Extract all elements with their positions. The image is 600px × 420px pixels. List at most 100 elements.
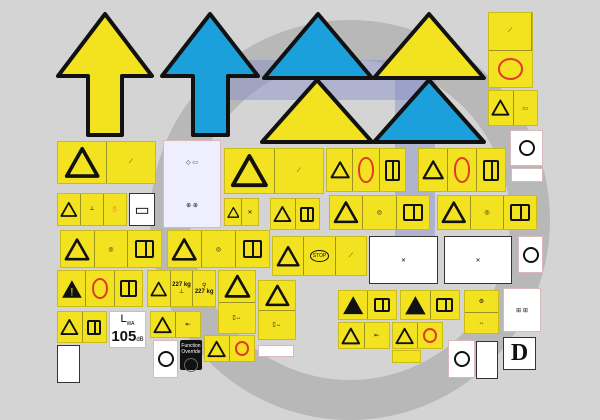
no-entry-icon xyxy=(91,278,109,299)
tire-decal: ◎ xyxy=(329,195,430,230)
warning-triangle-icon xyxy=(327,149,354,191)
tire-decal: ◎ xyxy=(167,230,270,268)
function-override-decal: Function Override xyxy=(180,340,202,372)
wheel-load-decal xyxy=(153,340,178,378)
tire-decal: ◎ xyxy=(437,195,537,230)
override-label: Function Override xyxy=(181,343,201,355)
battery-icon: ▭ xyxy=(134,201,150,219)
fall-icon: ⟋ xyxy=(489,13,532,50)
warning-triangle-icon xyxy=(205,336,230,361)
direction-arrows xyxy=(56,12,486,144)
sound-unit: dB xyxy=(136,336,144,343)
glove-icon: ✋ xyxy=(111,207,119,213)
general-warning-decal: ! xyxy=(57,270,143,307)
warning-triangle-icon xyxy=(61,231,95,267)
diagram-card xyxy=(57,345,80,383)
wheel-load-decal xyxy=(448,340,475,378)
ratio-decal xyxy=(258,345,294,357)
boom-diagram-icon: ⟋ xyxy=(128,159,134,165)
up-arrow-icon xyxy=(56,12,154,137)
manual-book-icon xyxy=(373,298,391,312)
warning-triangle-icon xyxy=(339,291,368,319)
tire-decal: ◎ xyxy=(60,230,162,268)
wheel-icon xyxy=(518,140,535,156)
battery-decal: ▭ xyxy=(129,193,155,226)
warning-triangle-icon xyxy=(58,194,81,225)
warning-triangle-icon xyxy=(148,271,171,306)
gear-hand-icon: ⚙ xyxy=(478,298,485,305)
general-warning-decal xyxy=(338,290,397,320)
triangle-yellow xyxy=(372,12,486,80)
fluid-hazard-decal xyxy=(418,148,506,192)
manual-book-icon xyxy=(510,204,530,221)
crush-hand-decal: ▯↔ xyxy=(218,270,256,334)
instruction-diagram-icon: ✕ xyxy=(475,257,481,264)
load-capacity-decal: 227 kg⊥⚲227 kg xyxy=(147,270,216,307)
battery-weight-decal: ▭ xyxy=(488,90,538,126)
no-flame-icon xyxy=(422,328,438,343)
tipover-decal: ⟋ xyxy=(224,148,324,194)
load-capacity-label: 227 kg xyxy=(172,282,191,288)
grid-decal: ⊞ ⊞ xyxy=(503,288,541,332)
warning-triangle-icon xyxy=(219,271,255,302)
load-capacity-label: 227 kg xyxy=(194,289,214,295)
warning-triangle-icon xyxy=(419,149,448,191)
manual-book-icon xyxy=(482,159,500,181)
warning-triangle-icon xyxy=(438,196,471,229)
general-warning-decal xyxy=(400,290,460,320)
crush-hand-decal: ▯↔ xyxy=(258,280,296,340)
fuel-warning-decal xyxy=(392,322,443,349)
triangle-blue xyxy=(372,78,486,144)
boom-hazard-decal: ⟂✋ xyxy=(57,193,127,226)
warning-triangle-icon xyxy=(259,281,295,310)
no-smoking-icon xyxy=(453,157,471,183)
warning-triangle-icon xyxy=(168,231,202,267)
procedure-diagram-icon: ◇ ▭ xyxy=(186,160,198,166)
diagram-card xyxy=(476,341,498,379)
sound-sub: WA xyxy=(126,321,135,328)
wheel-icon xyxy=(522,246,539,263)
warning-triangle-icon xyxy=(271,199,296,229)
sound-power-decal: LWA 105dB xyxy=(109,311,146,348)
warning-triangle-icon xyxy=(151,312,176,337)
manual-book-icon xyxy=(403,204,423,221)
procedure-decal: ◇ ▭⊕ ⊕ xyxy=(163,140,221,228)
tipover-decal: ⟋ xyxy=(57,141,156,184)
no-flame-icon xyxy=(234,341,250,356)
triangle-blue xyxy=(262,12,374,80)
small-decal xyxy=(392,350,421,363)
manual-book-icon xyxy=(242,240,263,258)
manual-book-icon xyxy=(87,319,102,335)
warning-triangle-icon xyxy=(339,323,365,348)
warning-triangle-icon xyxy=(489,91,514,125)
diesel-fuel-decal: D xyxy=(503,337,536,370)
warning-triangle-icon xyxy=(273,237,305,275)
tire-icon: ◎ xyxy=(363,196,397,229)
triangle-yellow xyxy=(260,78,374,144)
stop-label: STOP xyxy=(309,250,330,262)
manual-book-icon xyxy=(436,298,454,312)
wheel-icon xyxy=(453,351,470,367)
instruction-decal: ✕ xyxy=(444,236,512,284)
manual-book-icon xyxy=(300,206,315,222)
manual-book-icon xyxy=(134,240,155,258)
instruction-diagram-icon: ✕ xyxy=(400,257,407,264)
stop-decal: STOP⟋ xyxy=(272,236,367,276)
tire-icon: ◎ xyxy=(471,196,504,229)
no-entry-icon xyxy=(497,57,524,80)
instruction-decal: ✕ xyxy=(369,236,438,284)
fuel-letter: D xyxy=(510,340,529,366)
crush-decal: ⇤ xyxy=(150,311,201,338)
warning-triangle-icon xyxy=(401,291,431,319)
crush-decal xyxy=(270,198,320,230)
svg-text:!: ! xyxy=(70,286,73,298)
sound-symbol: L xyxy=(120,313,127,326)
manual-book-icon xyxy=(384,159,400,181)
fuel-warning-decal xyxy=(204,335,255,362)
wheel-icon xyxy=(157,351,174,367)
crush-decal: ⇤ xyxy=(338,322,390,349)
battery-icon: ▭ xyxy=(522,105,529,112)
fall-hazard-decal: ⟋ xyxy=(488,12,533,88)
crush-decal xyxy=(57,311,107,343)
warning-triangle-icon xyxy=(393,323,418,348)
